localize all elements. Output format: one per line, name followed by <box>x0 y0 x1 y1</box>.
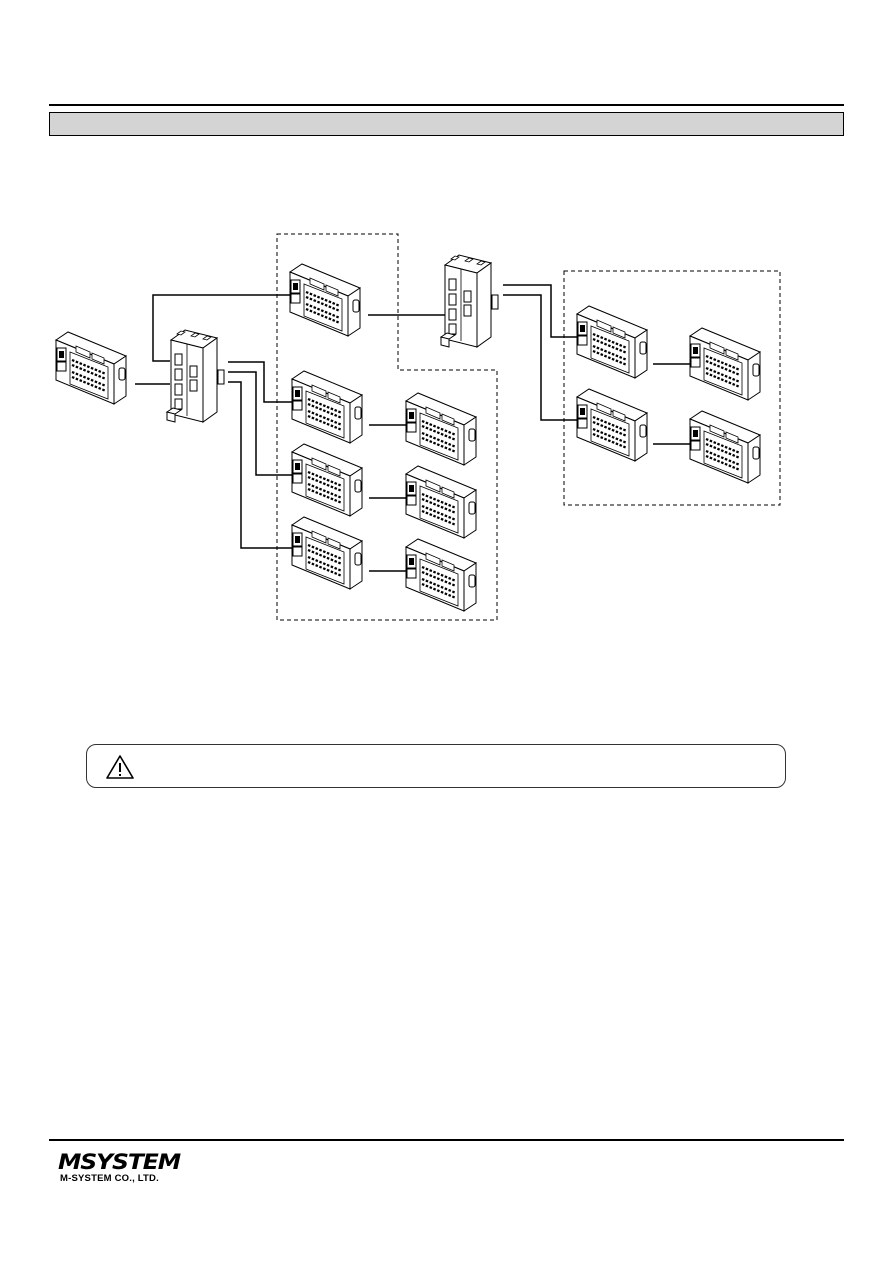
footer-rule <box>49 1139 844 1141</box>
company-name: M-SYSTEM CO., LTD. <box>60 1173 159 1184</box>
company-logo: MSYSTEM M-SYSTEM CO., LTD. <box>58 1150 198 1190</box>
group-1-outline <box>276 233 498 621</box>
io-module-left <box>54 330 128 406</box>
group-2-outline <box>563 270 781 506</box>
io-module-g2-row2-a <box>575 387 649 463</box>
network-diagram <box>54 233 781 621</box>
logo-mark: MSYSTEM <box>58 1150 181 1174</box>
io-module-g2-row1-a <box>575 304 649 380</box>
io-module-g1-row2-a <box>290 442 364 518</box>
network-hub-b <box>440 254 499 348</box>
io-module-g1-row3-a <box>290 515 364 591</box>
warning-triangle-icon <box>106 755 134 779</box>
io-module-g1-top <box>288 262 362 338</box>
io-module-g2-row1-b <box>688 326 762 402</box>
section-header-bar <box>49 112 844 136</box>
io-module-g1-row1-b <box>404 391 478 467</box>
io-module-g2-row2-b <box>688 409 762 485</box>
io-module-g1-row2-b <box>404 464 478 540</box>
io-module-g1-row1-a <box>290 369 364 445</box>
network-hub-a <box>166 329 225 423</box>
cable-links <box>135 284 690 572</box>
header-rule <box>49 104 844 106</box>
io-module-g1-row3-b <box>404 537 478 613</box>
caution-box <box>86 744 786 788</box>
